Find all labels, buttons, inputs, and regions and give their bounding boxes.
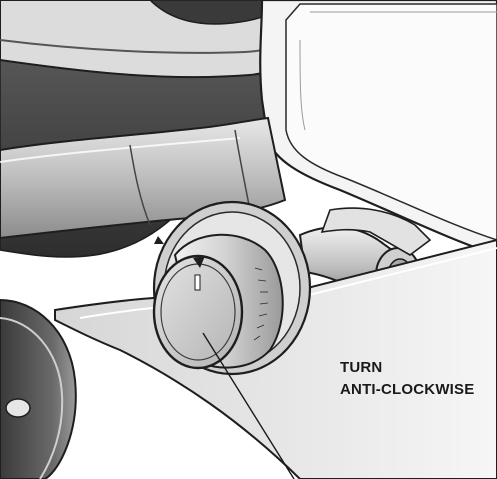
knob-face	[152, 254, 244, 370]
band-highlight	[0, 137, 241, 163]
right-housing-rim	[299, 11, 497, 131]
left-round-part	[0, 298, 77, 479]
callout-line-2: ANTI-CLOCKWISE	[340, 381, 475, 398]
right-housing-inner	[285, 3, 497, 241]
knob-indicator	[193, 256, 205, 268]
left-round-rim	[0, 317, 64, 479]
knob-knurl	[253, 267, 269, 341]
band-edge	[129, 129, 251, 226]
left-bolt	[5, 398, 31, 418]
rotation-mark	[154, 236, 164, 244]
leader-line	[202, 332, 295, 479]
pipe-upper	[320, 207, 432, 256]
callout-line-1: TURN	[340, 359, 383, 376]
callout-label: TURN ANTI-CLOCKWISE	[340, 357, 474, 401]
knob-slot	[194, 274, 201, 291]
